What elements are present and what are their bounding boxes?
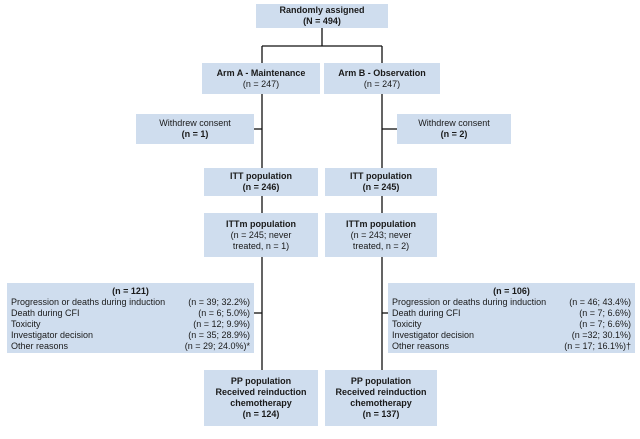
list-item: Progression or deaths during induction(n… (392, 297, 631, 307)
arm-b-itt-title: ITT population (350, 171, 412, 181)
arm-a-itt-box: ITT population (n = 246) (204, 168, 318, 196)
arm-b-itt-n: (n = 245) (362, 182, 400, 192)
arm-a-itt-title: ITT population (230, 171, 292, 181)
arm-b-itt-box: ITT population (n = 245) (325, 168, 437, 196)
arm-a-withdrew-box: Withdrew consent (n = 1) (136, 114, 254, 144)
arm-a-ittm-box: ITTm population (n = 245; never treated,… (204, 213, 318, 257)
arm-a-ittm-line1: (n = 245; never (230, 229, 292, 240)
arm-b-n: (n = 247) (363, 78, 401, 89)
arm-b-reasons-box: (n = 106) Progression or deaths during i… (388, 283, 635, 353)
arm-b-withdrew-n: (n = 2) (440, 129, 468, 139)
arm-b-pp-box: PP population Received reinduction chemo… (325, 370, 437, 426)
arm-b-ittm-title: ITTm population (346, 218, 416, 229)
arm-a-pp-box: PP population Received reinduction chemo… (204, 370, 318, 426)
arm-b-ittm-line1: (n = 243; never (350, 229, 412, 240)
list-item: Other reasons(n = 17; 16.1%)† (392, 341, 631, 351)
randomly-assigned-box: Randomly assigned (N = 494) (256, 4, 388, 28)
list-item: Investigator decision(n =32; 30.1%) (392, 330, 631, 340)
arm-b-ittm-line2: treated, n = 2) (352, 240, 410, 251)
arm-a-pp-n: (n = 124) (242, 409, 280, 419)
arm-a-pp-line1: PP population (230, 376, 292, 386)
arm-b-reasons-header: (n = 106) (493, 286, 530, 296)
list-item: Other reasons(n = 29; 24.0%)* (11, 341, 250, 351)
arm-b-pp-line1: PP population (350, 376, 412, 386)
arm-b-title: Arm B - Observation (338, 67, 426, 78)
arm-a-reasons-box: (n = 121) Progression or deaths during i… (7, 283, 254, 353)
list-item: Investigator decision(n = 35; 28.9%) (11, 330, 250, 340)
arm-a-ittm-line2: treated, n = 1) (232, 240, 290, 251)
root-n: (N = 494) (303, 16, 341, 26)
list-item: Progression or deaths during induction(n… (11, 297, 250, 307)
root-title: Randomly assigned (279, 5, 365, 15)
arm-a-reasons-header: (n = 121) (112, 286, 149, 296)
list-item: Death during CFI(n = 7; 6.6%) (392, 308, 631, 318)
arm-b-withdrew-title: Withdrew consent (418, 118, 490, 128)
arm-a-title: Arm A - Maintenance (216, 67, 306, 78)
arm-a-ittm-title: ITTm population (226, 218, 296, 229)
arm-a-withdrew-n: (n = 1) (181, 129, 209, 139)
arm-a-itt-n: (n = 246) (242, 182, 280, 192)
list-item: Toxicity(n = 7; 6.6%) (392, 319, 631, 329)
arm-a-n: (n = 247) (242, 78, 280, 89)
arm-b-pp-line2: Received reinduction (335, 387, 427, 397)
arm-a-box: Arm A - Maintenance (n = 247) (202, 63, 320, 94)
list-item: Toxicity(n = 12; 9.9%) (11, 319, 250, 329)
arm-a-pp-line3: chemotherapy (230, 398, 292, 408)
arm-a-pp-line2: Received reinduction (215, 387, 307, 397)
arm-a-withdrew-title: Withdrew consent (159, 118, 231, 128)
arm-b-withdrew-box: Withdrew consent (n = 2) (397, 114, 511, 144)
arm-b-box: Arm B - Observation (n = 247) (324, 63, 440, 94)
arm-b-pp-line3: chemotherapy (350, 398, 412, 408)
arm-b-pp-n: (n = 137) (362, 409, 400, 419)
list-item: Death during CFI(n = 6; 5.0%) (11, 308, 250, 318)
arm-b-ittm-box: ITTm population (n = 243; never treated,… (325, 213, 437, 257)
